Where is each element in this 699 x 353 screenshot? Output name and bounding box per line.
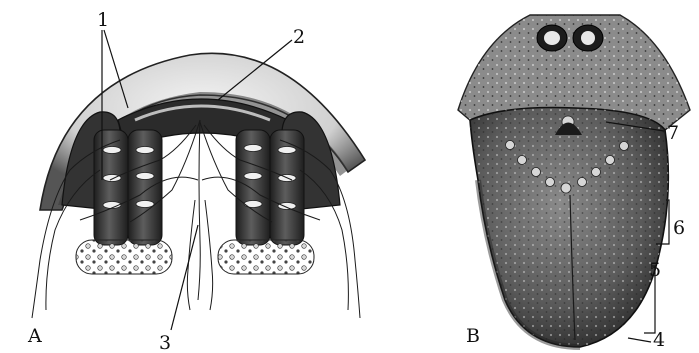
tongue-body-texture bbox=[470, 108, 668, 348]
callout-1: 1 bbox=[97, 9, 109, 31]
callout-3: 3 bbox=[159, 332, 171, 353]
callout-4: 4 bbox=[653, 329, 665, 351]
bead-cluster-right bbox=[218, 240, 314, 274]
callout-2: 2 bbox=[293, 26, 305, 48]
bead-cluster-left bbox=[76, 240, 172, 274]
panel-label-b: B bbox=[466, 325, 480, 347]
panel-a-drawing bbox=[32, 53, 365, 318]
callout-6: 6 bbox=[673, 217, 685, 239]
panel-label-a: A bbox=[27, 325, 42, 347]
callout-5: 5 bbox=[649, 259, 661, 281]
callout-7: 7 bbox=[667, 122, 679, 144]
